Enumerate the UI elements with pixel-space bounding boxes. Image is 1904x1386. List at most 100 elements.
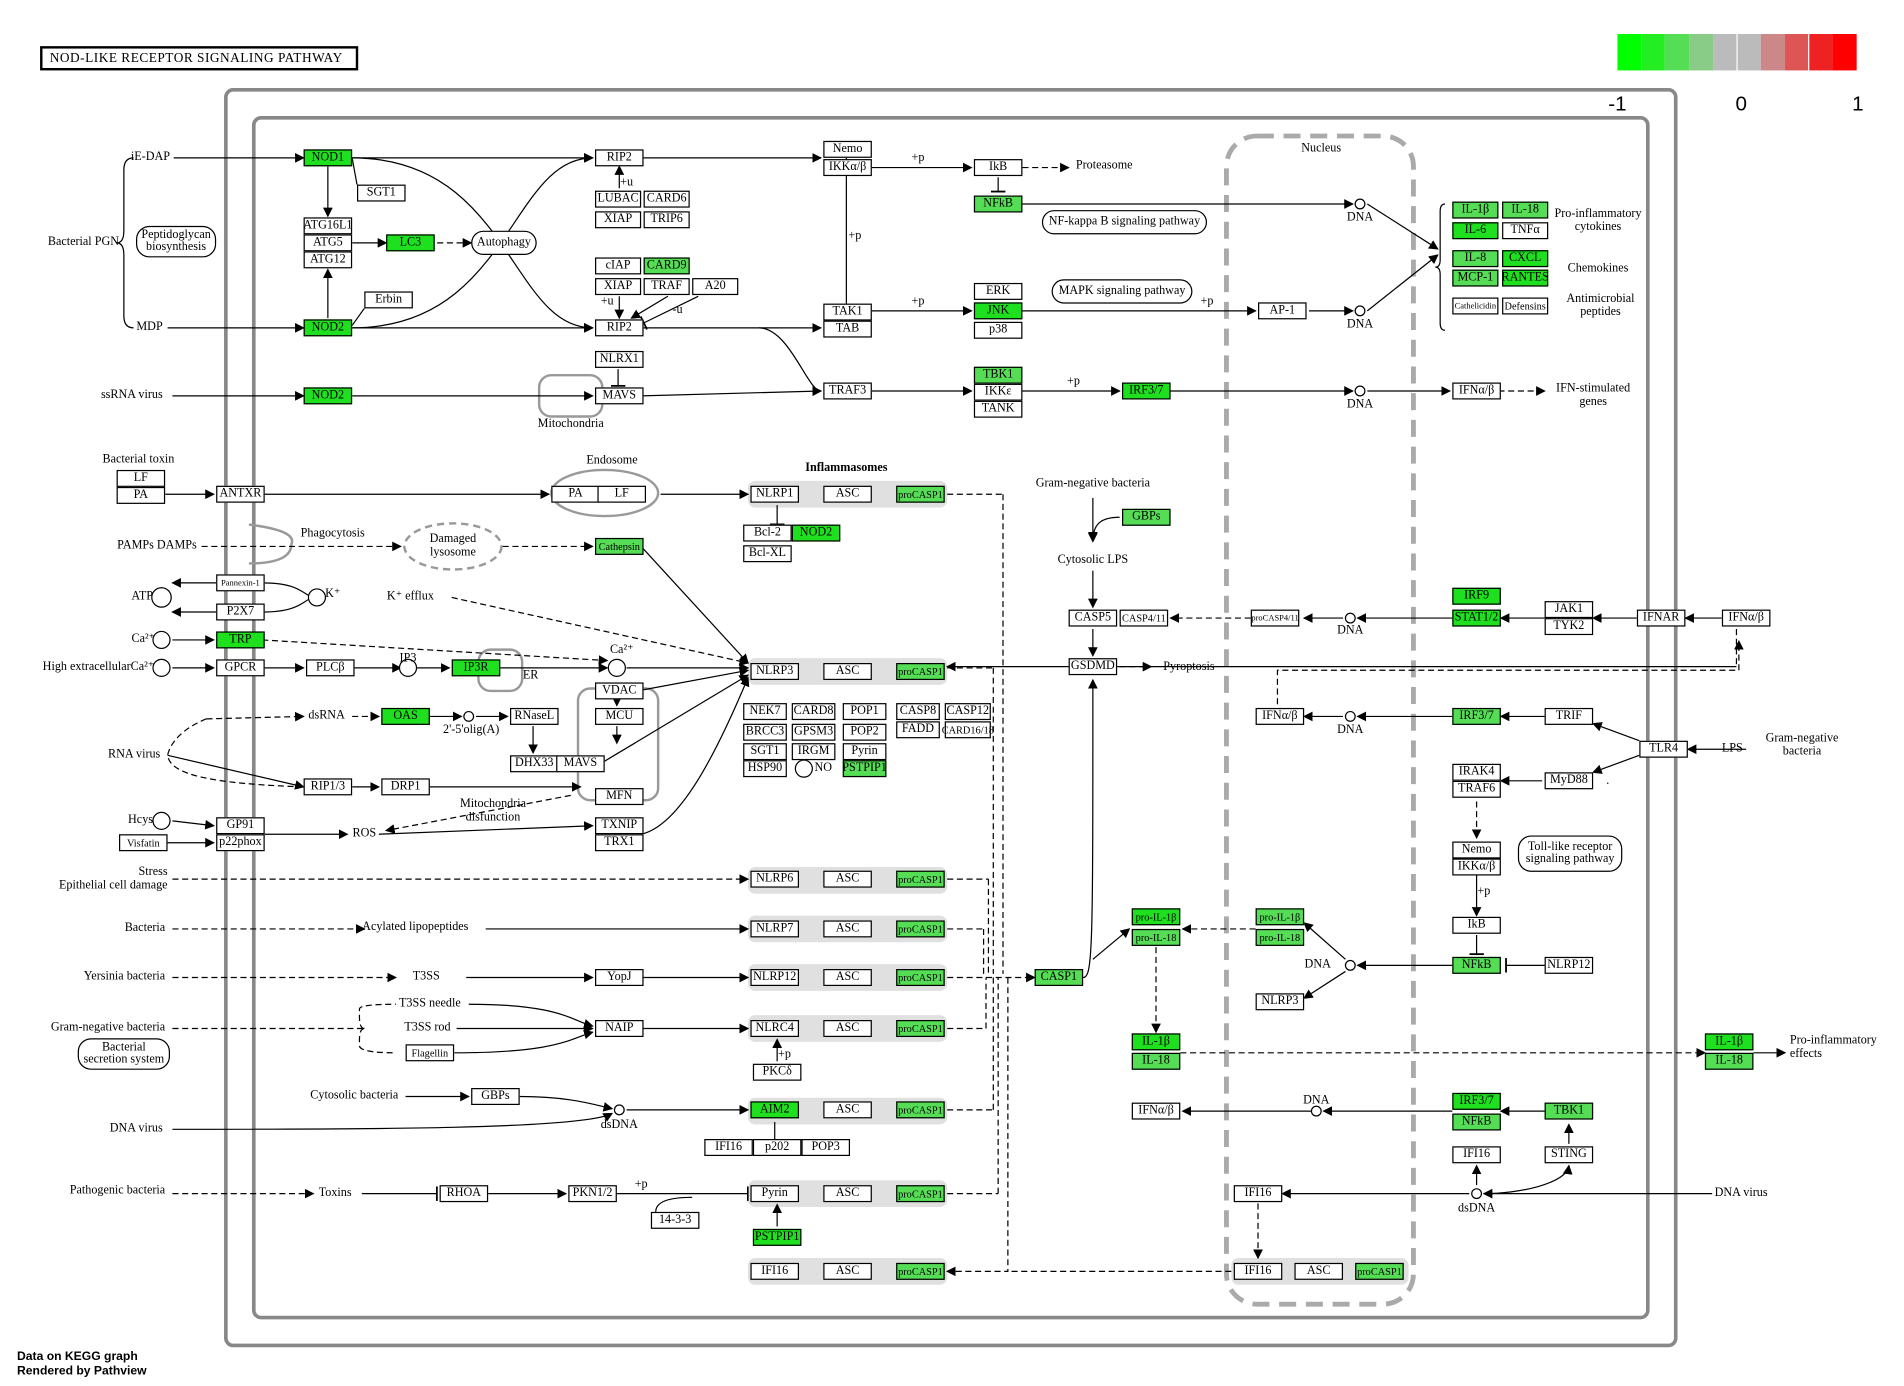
gene-node-nfkb1[interactable]: NFkB [973,195,1023,213]
gene-node-procasp1j[interactable]: proCASP1 [1355,1262,1404,1280]
gene-node-il6[interactable]: IL-6 [1452,222,1499,240]
gene-node-asc10[interactable]: ASC [1294,1262,1344,1280]
gene-node-erbin[interactable]: Erbin [364,291,413,309]
pathway-link-autophagy[interactable]: Autophagy [471,230,537,256]
gene-node-sgt1b[interactable]: SGT1 [743,743,787,761]
gene-node-irf37c[interactable]: IRF3/7 [1452,1092,1501,1110]
gene-node-il18b[interactable]: IL-18 [1131,1052,1181,1070]
gene-node-tak1[interactable]: TAK1 [823,303,872,321]
gene-node-asc3[interactable]: ASC [823,870,872,888]
gene-node-ifi16b[interactable]: IFI16 [750,1262,800,1280]
gene-node-procasp1g[interactable]: proCASP1 [896,1101,945,1119]
gene-node-pkcd[interactable]: PKCδ [752,1063,802,1081]
gene-node-sting[interactable]: STING [1544,1146,1594,1164]
gene-node-lf2[interactable]: LF [597,485,647,503]
gene-node-nlrp1[interactable]: NLRP1 [750,485,800,503]
gene-node-ifnab1[interactable]: IFNα/β [1452,382,1501,400]
gene-node-trx1[interactable]: TRX1 [595,834,644,852]
gene-node-asc6[interactable]: ASC [823,1020,872,1038]
gene-node-ifnar[interactable]: IFNAR [1636,609,1686,627]
gene-node-ikke[interactable]: IKKε [973,383,1023,401]
gene-node-rnasel[interactable]: RNaseL [510,707,559,725]
gene-node-pa2[interactable]: PA [551,485,600,503]
gene-node-il1b2[interactable]: IL-1β [1131,1033,1181,1051]
gene-node-tbk1b[interactable]: TBK1 [1544,1102,1594,1120]
gene-node-ifi16a[interactable]: IFI16 [704,1139,753,1157]
gene-node-pa1[interactable]: PA [116,486,166,504]
gene-node-xiap2[interactable]: XIAP [595,278,642,296]
gene-node-procasp1i[interactable]: proCASP1 [896,1262,945,1280]
gene-node-asc1[interactable]: ASC [823,485,872,503]
gene-node-nlrp7[interactable]: NLRP7 [750,920,800,938]
gene-node-gsdmd[interactable]: GSDMD [1068,658,1118,676]
gene-node-mcu[interactable]: MCU [595,707,644,725]
gene-node-nfkb3[interactable]: NFkB [1452,1113,1501,1131]
gene-node-irgm[interactable]: IRGM [791,743,836,761]
gene-node-nlrp3b[interactable]: NLRP3 [1255,993,1305,1011]
gene-node-oas[interactable]: OAS [381,707,430,725]
gene-node-nlrc4[interactable]: NLRC4 [750,1020,800,1038]
gene-node-ifnab2[interactable]: IFNα/β [1721,609,1771,627]
gene-node-tyk2[interactable]: TYK2 [1544,618,1594,636]
gene-node-flagellin[interactable]: Flagellin [405,1044,455,1062]
gene-node-casp411[interactable]: CASP4/11 [1119,609,1169,627]
gene-node-proil1b1[interactable]: pro-IL-1β [1131,908,1181,926]
gene-node-p2x7[interactable]: P2X7 [216,603,265,621]
gene-node-cath[interactable]: Cathelicidin [1452,297,1499,315]
gene-node-txnip[interactable]: TXNIP [595,817,644,835]
gene-node-drp1[interactable]: DRP1 [381,778,430,796]
gene-node-lubac[interactable]: LUBAC [595,190,642,208]
gene-node-nemo1[interactable]: Nemo [823,140,872,158]
gene-node-gp91[interactable]: GP91 [216,817,265,835]
gene-node-rip13[interactable]: RIP1/3 [303,778,353,796]
gene-node-ikb1[interactable]: IkB [973,159,1023,177]
gene-node-nlrp3a[interactable]: NLRP3 [750,663,800,681]
gene-node-nemo2[interactable]: Nemo [1452,841,1501,859]
gene-node-p22phox[interactable]: p22phox [216,834,265,852]
gene-node-procasp1d[interactable]: proCASP1 [896,920,945,938]
gene-node-card6[interactable]: CARD6 [643,190,690,208]
gene-node-traf[interactable]: TRAF [643,278,690,296]
gene-node-a20[interactable]: A20 [692,278,739,296]
gene-node-procasp411[interactable]: proCASP4/11 [1250,609,1300,627]
gene-node-rip2b[interactable]: RIP2 [595,319,644,337]
gene-node-card8[interactable]: CARD8 [791,703,836,721]
gene-node-myd88[interactable]: MyD88 [1544,772,1594,790]
gene-node-asc5[interactable]: ASC [823,969,872,987]
gene-node-ifnab4[interactable]: IFNα/β [1131,1102,1181,1120]
gene-node-card16[interactable]: CARD16/18 [942,721,994,739]
gene-node-pstpip1a[interactable]: PSTPIP1 [842,760,887,778]
gene-node-procasp1h[interactable]: proCASP1 [896,1185,945,1203]
gene-node-pannexin[interactable]: Pannexin-1 [216,574,265,592]
gene-node-tbk1a[interactable]: TBK1 [973,366,1023,384]
gene-node-atg12[interactable]: ATG12 [303,251,353,269]
gene-node-nek7[interactable]: NEK7 [743,703,787,721]
gene-node-jnk[interactable]: JNK [973,302,1023,320]
gene-node-ifi16d[interactable]: IFI16 [1233,1185,1283,1203]
gene-node-irak4[interactable]: IRAK4 [1452,763,1501,781]
gene-node-ifi16e[interactable]: IFI16 [1233,1262,1283,1280]
pathway-link-tlrpath[interactable]: Toll-like receptor signaling pathway [1517,835,1623,872]
gene-node-rhoa[interactable]: RHOA [439,1185,489,1203]
gene-node-mavs1[interactable]: MAVS [595,387,644,405]
gene-node-jak1[interactable]: JAK1 [1544,601,1594,619]
gene-node-il1b3[interactable]: IL-1β [1704,1033,1754,1051]
gene-node-ikkab2[interactable]: IKKα/β [1452,858,1501,876]
gene-node-bclxl[interactable]: Bcl-XL [743,545,792,563]
gene-node-trip6[interactable]: TRIP6 [643,211,690,229]
gene-node-ikkab1[interactable]: IKKα/β [823,159,872,177]
gene-node-casp5[interactable]: CASP5 [1068,609,1118,627]
gene-node-ciap[interactable]: cIAP [595,257,642,275]
gene-node-nlrp12b[interactable]: NLRP12 [750,969,800,987]
gene-node-il8[interactable]: IL-8 [1452,250,1499,268]
gene-node-il18a[interactable]: IL-18 [1502,201,1549,219]
pathway-link-nfkbpath[interactable]: NF-kappa B signaling pathway [1041,210,1208,235]
gene-node-traf3[interactable]: TRAF3 [823,382,872,400]
gene-node-procasp1e[interactable]: proCASP1 [896,969,945,987]
gene-node-ifnab3[interactable]: IFNα/β [1255,707,1305,725]
gene-node-asc9[interactable]: ASC [823,1262,872,1280]
gene-node-ap1[interactable]: AP-1 [1258,302,1307,320]
gene-node-mcp1[interactable]: MCP-1 [1452,269,1499,287]
gene-node-nod1[interactable]: NOD1 [303,149,353,167]
gene-node-nfkb2[interactable]: NFkB [1452,956,1501,974]
